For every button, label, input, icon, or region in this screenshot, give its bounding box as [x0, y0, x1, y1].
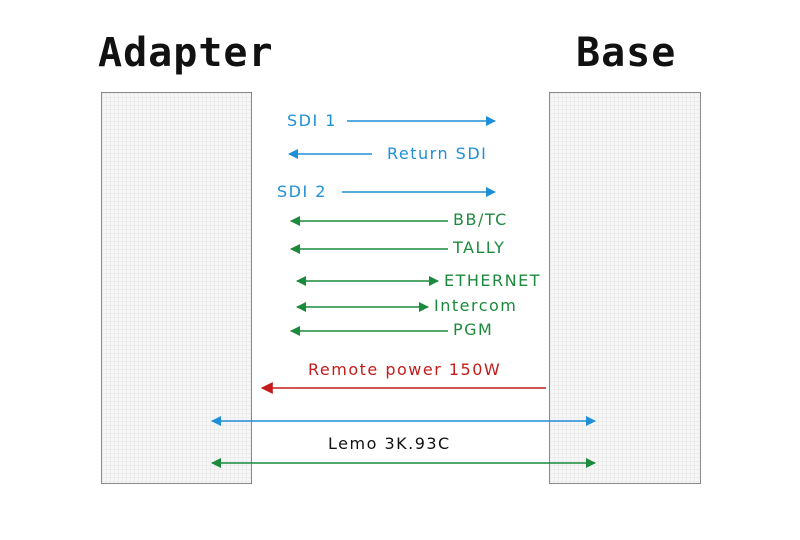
adapter-title: Adapter — [98, 30, 274, 76]
ethernet-label: ETHERNET — [444, 271, 541, 290]
tally-label: TALLY — [453, 238, 506, 257]
sdi2-label: SDI 2 — [277, 182, 327, 201]
lemo-label: Lemo 3K.93C — [328, 434, 451, 453]
sdi1-label: SDI 1 — [287, 111, 337, 130]
intercom-label: Intercom — [434, 296, 518, 315]
remote-power-label: Remote power 150W — [308, 360, 502, 379]
bbtc-label: BB/TC — [453, 210, 508, 229]
base-title: Base — [576, 30, 677, 76]
pgm-label: PGM — [453, 320, 494, 339]
base-box — [549, 92, 701, 484]
return-sdi-label: Return SDI — [387, 144, 488, 163]
